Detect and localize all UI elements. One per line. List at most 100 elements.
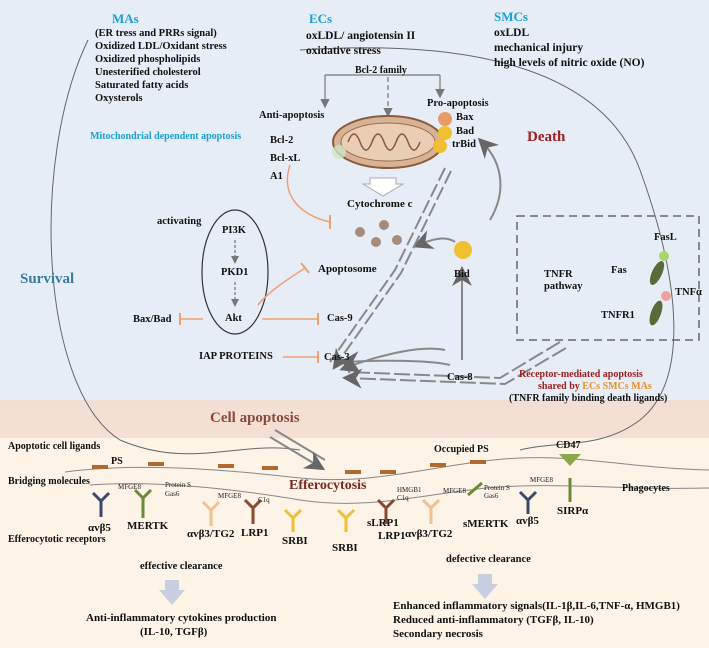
smcs-item-2: mechanical injury	[494, 42, 584, 54]
fasl-label: FasL	[654, 232, 677, 243]
defective-outcome-2: Reduced anti-inflammatory (TGFβ, IL-10)	[393, 614, 594, 626]
smcs-item-3: high levels of nitric oxide (NO)	[494, 57, 645, 69]
tnfr-label: TNFR pathway	[544, 269, 583, 292]
bcl2-label: Bcl-2	[270, 135, 294, 146]
smcs-title: SMCs	[494, 9, 528, 24]
iap-label: IAP PROTEINS	[199, 351, 273, 362]
survival-label: Survival	[20, 271, 75, 287]
cas8-label: Cas-8	[447, 372, 473, 383]
efferocytosis-arrow	[269, 436, 326, 471]
mas-title: MAs	[112, 11, 139, 26]
cd47-glyph	[559, 454, 581, 466]
trbid-label: trBid	[452, 139, 476, 150]
ecs-item-2: oxidative stress	[306, 45, 381, 57]
mas-item-6: Oxysterols	[95, 93, 143, 104]
bax-bad-label: Bax/Bad	[133, 314, 172, 325]
mas-item-2: Oxidized LDL/Oxidant stress	[95, 41, 227, 52]
receptor-avb5-right: αvβ5	[516, 515, 539, 527]
receptor-glyphs	[91, 478, 572, 532]
pi3k-pathway-ellipse	[201, 209, 269, 335]
tnfa-label: TNFα	[675, 287, 702, 298]
bad-label: Bad	[456, 126, 475, 137]
gas6-label-1: Gas6	[165, 490, 180, 498]
mfge8-label-4: MFGE8	[530, 476, 553, 484]
mas-item-1: (ER tress and PRRs signal)	[95, 28, 217, 39]
pkd1-label: PKD1	[221, 267, 249, 278]
gas6-label-2: Gas6	[484, 492, 499, 500]
c1q-label-1: C1q	[258, 496, 270, 504]
cas3-label: Cas-3	[324, 352, 350, 363]
receptor-lrp1-left: LRP1	[241, 527, 269, 539]
cytochrome-dots	[355, 220, 402, 247]
akt-label: Akt	[225, 313, 242, 324]
defective-outcome-3: Secondary necrosis	[393, 628, 483, 640]
cytochrome-c-label: Cytochrome c	[347, 198, 413, 210]
trbid-dot	[433, 139, 447, 153]
phagocytes-label: Phagocytes	[622, 483, 670, 494]
receptor-mertk: MERTK	[127, 520, 169, 532]
smcs-item-1: oxLDL	[494, 27, 530, 39]
bid-label: Bid	[454, 269, 470, 280]
shared-by-text: shared by	[538, 381, 580, 392]
cytochrome-release-arrow	[361, 177, 405, 197]
ecs-item-1: oxLDL/ angiotensin II	[306, 30, 416, 42]
receptor-srbi-2: SRBI	[332, 542, 358, 554]
apoptotic-membrane	[64, 457, 709, 481]
effective-arrow	[159, 580, 185, 605]
mas-item-5: Saturated fatty acids	[95, 80, 189, 91]
cell-apoptosis-label: Cell apoptosis	[210, 410, 300, 426]
effective-outcome-1: Anti-inflammatory cytokines production	[86, 612, 277, 624]
receptor-mediated-label: Receptor-mediated apoptosis	[519, 369, 643, 380]
receptor-lrp1-right: LRP1	[378, 530, 406, 542]
effective-clearance-label: effective clearance	[140, 561, 223, 572]
mas-item-4: Unesterified cholesterol	[95, 67, 201, 78]
c1q-label-2: C1q	[397, 494, 409, 502]
mfge8-label-3: MFGE8	[443, 487, 466, 495]
cell-outline-left	[50, 39, 301, 455]
receptor-smertk: sMERTK	[463, 518, 509, 530]
receptor-sirpa: SIRPα	[557, 505, 589, 517]
pro-apoptosis-label: Pro-apoptosis	[427, 98, 489, 109]
a1-label: A1	[270, 171, 283, 182]
bid-to-trbid	[477, 137, 502, 221]
bcl2-family-label: Bcl-2 family	[355, 65, 407, 76]
receptor-slrp1: sLRP1	[367, 517, 399, 529]
activating-label: activating	[157, 216, 202, 227]
mas-item-3: Oxidized phospholipids	[95, 54, 201, 65]
tnfr-box	[516, 215, 700, 341]
bad-dot	[438, 126, 452, 140]
cd47-label: CD47	[556, 440, 581, 451]
defective-arrow	[472, 574, 498, 599]
receptor-avb5-left: αvβ5	[88, 522, 111, 534]
cell-outline-right	[299, 47, 675, 451]
fas-label: Fas	[611, 265, 627, 276]
apoptosome-label: Apoptosome	[318, 263, 377, 275]
bclxl-label: Bcl-xL	[270, 153, 301, 164]
receptor-srbi-1: SRBI	[282, 535, 308, 547]
receptor-to-cas3	[342, 347, 567, 389]
protein-s-label-2: Protein S	[484, 484, 510, 492]
shared-by-label: shared by ECs SMCs MAs	[538, 381, 652, 393]
top-region	[0, 0, 709, 408]
receptor-avb3-right: αvβ3/TG2	[405, 528, 453, 540]
death-label: Death	[527, 129, 566, 145]
bridging-label: Bridging molecules	[8, 476, 90, 487]
receptor-avb3-left: αvβ3/TG2	[187, 528, 235, 540]
apoptotic-ligands-label: Apoptotic cell ligands	[8, 441, 101, 452]
bottom-region	[0, 408, 709, 648]
cas9-label: Cas-9	[327, 313, 353, 324]
hmgb1-label: HMGB1	[397, 486, 422, 494]
protein-s-label-1: Protein S	[165, 481, 191, 489]
tnfr-family-label: (TNFR family binding death ligands)	[509, 393, 668, 404]
mito-apoptosis-label: Mitochondrial dependent apoptosis	[90, 131, 242, 142]
efferocytic-receptors-label: Efferocytotic receptors	[8, 534, 106, 545]
mfge8-label-2: MFGE8	[218, 492, 241, 500]
bax-label: Bax	[456, 112, 474, 123]
defective-outcome-1: Enhanced inflammatory signals(IL-1β,IL-6…	[393, 600, 680, 612]
phagocyte-membrane	[89, 483, 709, 504]
anti-apoptosis-dot	[332, 145, 346, 159]
apoptosis-band	[0, 400, 709, 438]
mfge8-label-1: MFGE8	[118, 483, 141, 491]
